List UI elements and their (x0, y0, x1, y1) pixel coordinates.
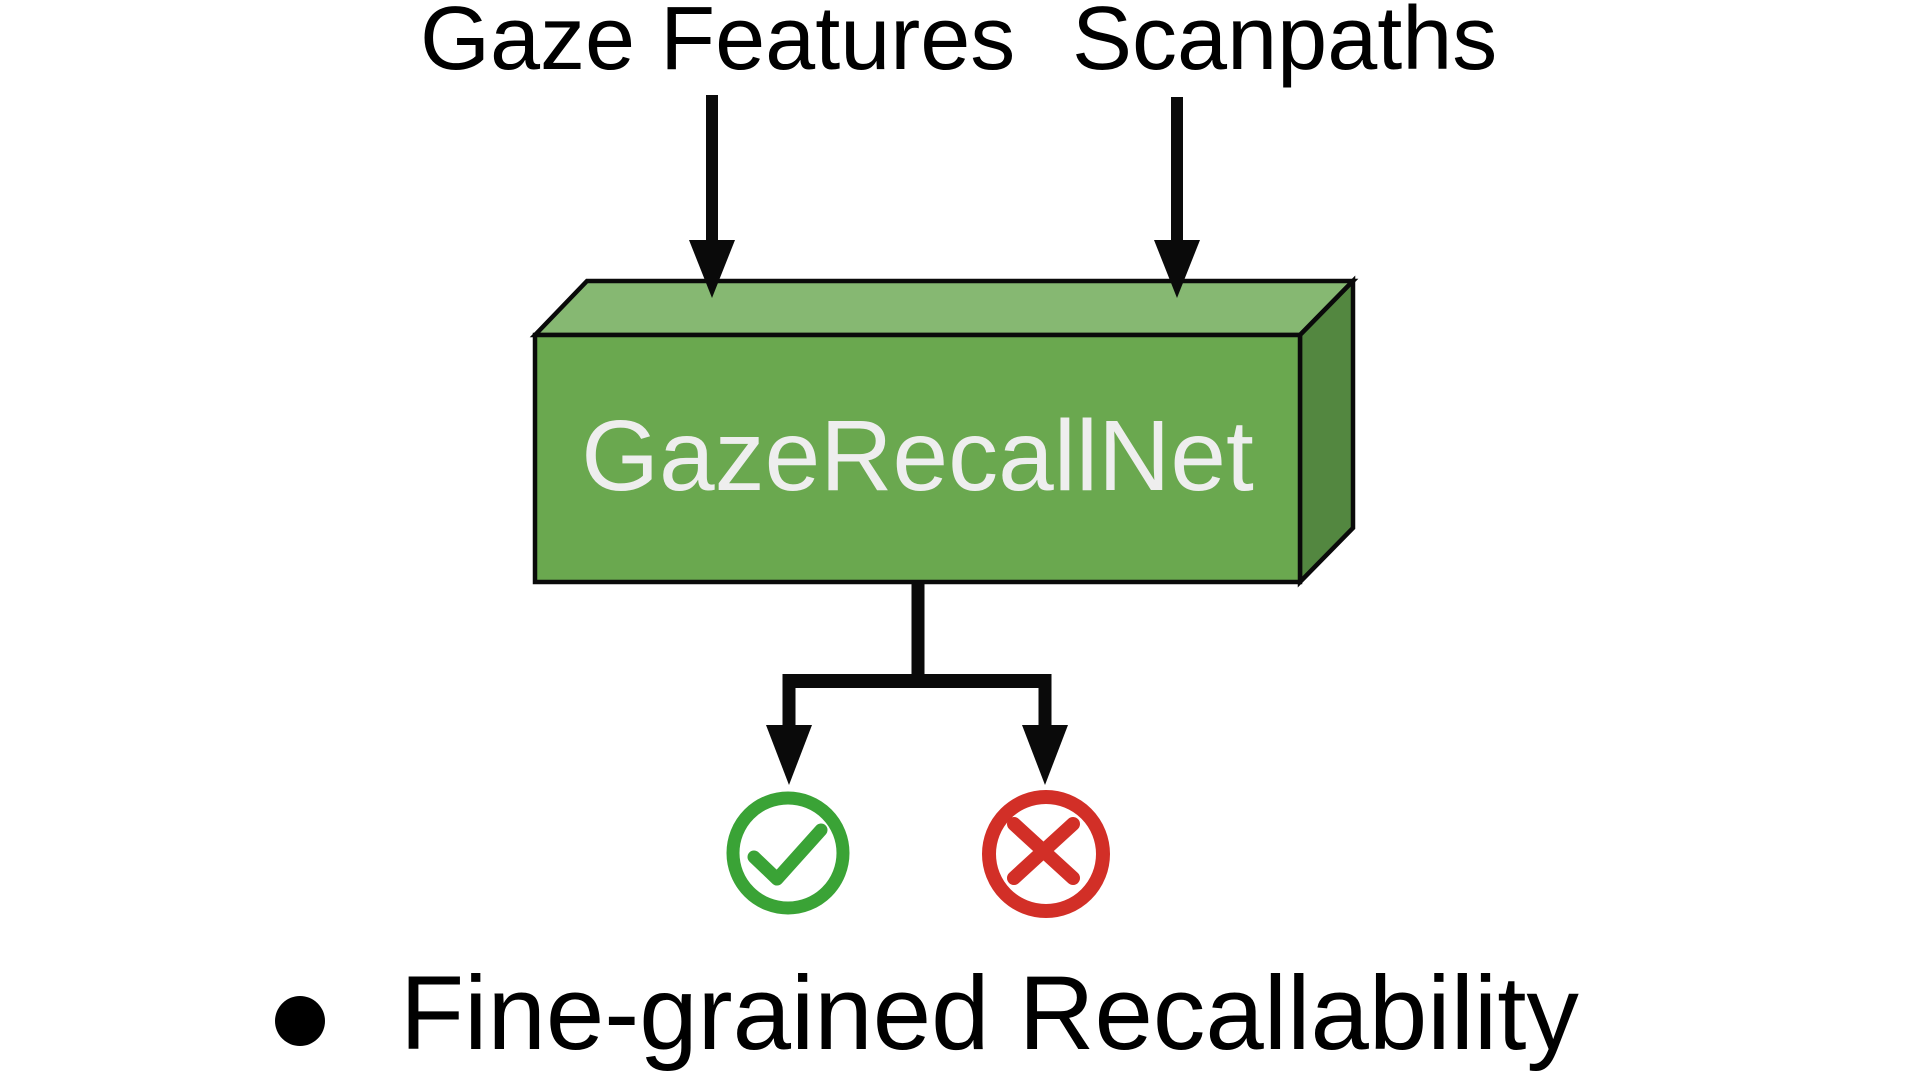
x-mark (1007, 817, 1080, 885)
model-box (529, 275, 1359, 588)
check-circle-ring (726, 791, 850, 915)
input-label-gaze-features: Gaze Features (420, 0, 1016, 89)
scanpaths-arrow (1154, 97, 1200, 298)
caption-text: Fine-grained Recallability (400, 955, 1579, 1072)
model-box-label: GazeRecallNet (581, 400, 1254, 512)
output-connector (766, 580, 1068, 785)
input-label-scanpaths: Scanpaths (1072, 0, 1498, 89)
model-box-top-face (529, 278, 1359, 338)
gaze-features-arrow (689, 95, 735, 298)
bullet-icon (275, 996, 325, 1046)
x-circle-icon (982, 790, 1110, 918)
check-mark (747, 823, 828, 886)
check-circle-icon (726, 791, 850, 915)
output-right-arrowhead-icon (1022, 725, 1068, 785)
model-box-side-face (1297, 275, 1356, 588)
scanpaths-arrowhead-icon (1154, 240, 1200, 298)
gaze-features-arrowhead-icon (689, 240, 735, 298)
output-left-arrowhead-icon (766, 725, 812, 785)
model-box-front-face (532, 332, 1303, 585)
